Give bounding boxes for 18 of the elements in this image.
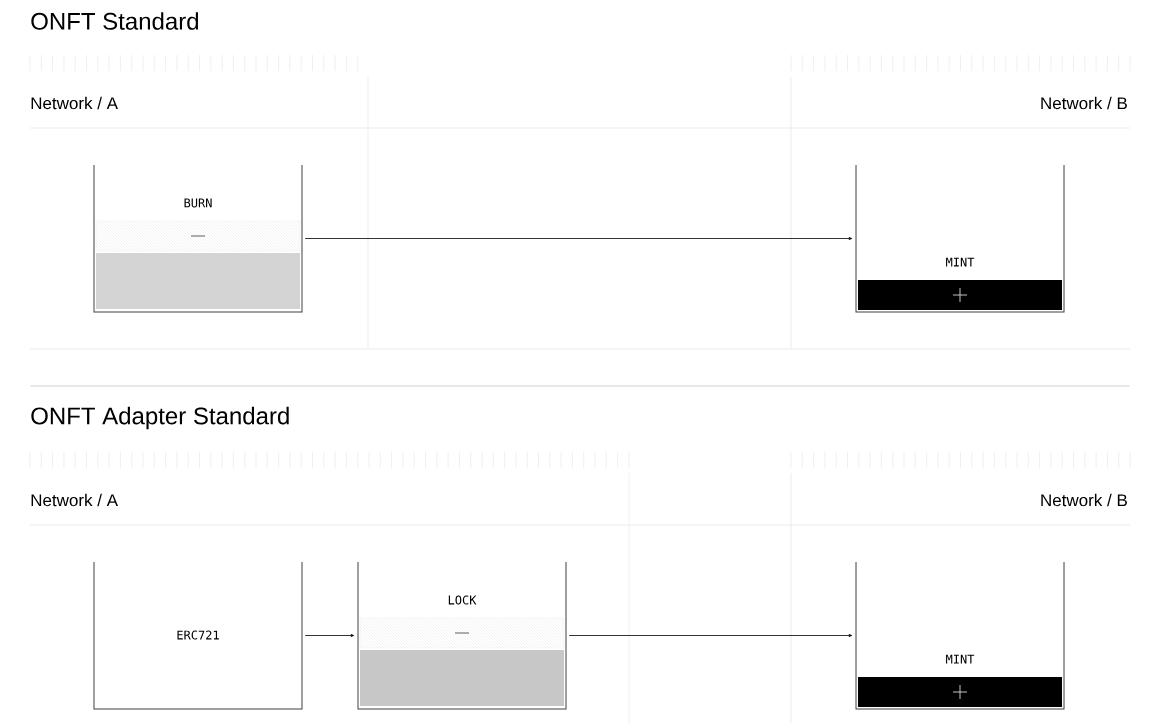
container-box: BURN (95, 198, 301, 309)
container-box (357, 561, 567, 710)
container-box: MINT (855, 164, 1065, 313)
container-box: LOCK (359, 595, 565, 706)
node-label: MINT (946, 654, 975, 664)
arrow (304, 634, 355, 637)
network-label: Network / A (31, 96, 118, 110)
container-box: MINT (855, 561, 1065, 710)
arrow (568, 634, 853, 637)
node-label: MINT (946, 257, 975, 267)
container-box (93, 164, 303, 313)
network-label: Network / A (31, 493, 118, 507)
section-heading: ONFT Adapter Standard (31, 406, 289, 430)
container-box: ERC721 (93, 561, 303, 710)
arrow (304, 237, 853, 240)
section-heading: ONFT Standard (31, 12, 198, 30)
network-label: Network / B (1041, 96, 1127, 110)
network-label: Network / B (1041, 493, 1127, 507)
